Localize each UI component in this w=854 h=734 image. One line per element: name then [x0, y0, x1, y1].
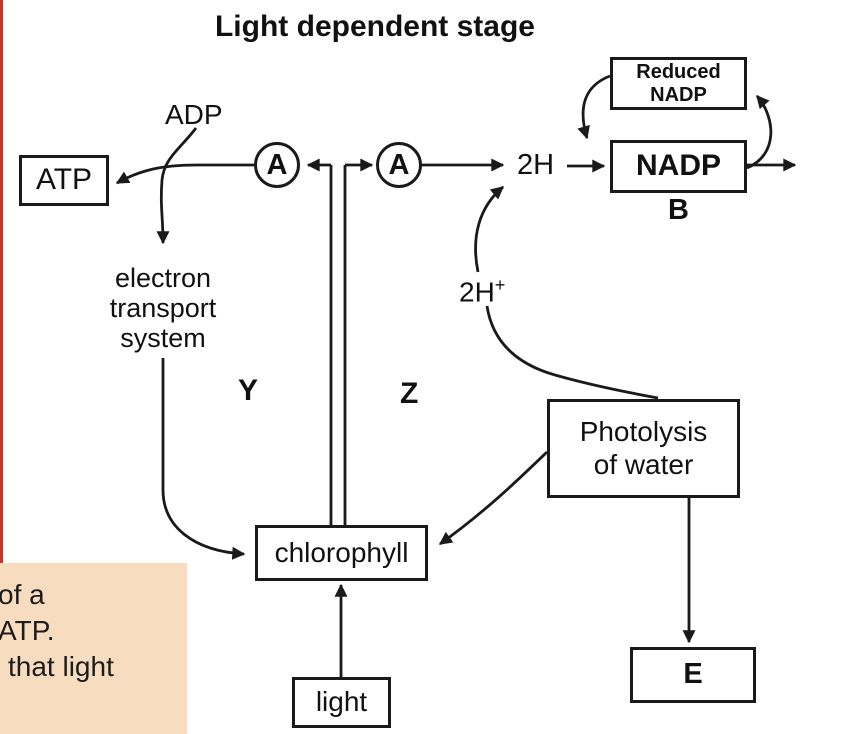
chlorophyll-box-label: chlorophyll	[274, 536, 409, 568]
adp-label: ADP	[165, 99, 223, 130]
atp-box-label: ATP	[35, 163, 93, 197]
note-text: of a ATP. that light	[0, 577, 114, 685]
photosystem-z-label: Z	[400, 377, 419, 410]
note-line-1: of a	[0, 579, 45, 610]
ets-line-1: electron	[114, 263, 212, 293]
curve-photolysis-to-2h-plus	[485, 305, 659, 400]
carrier-a1-label: A	[266, 148, 288, 181]
ets-line-2: transport	[109, 293, 217, 323]
photosystem-y-label: Y	[238, 374, 259, 407]
arrow-reduced-nadp-to-nadp	[577, 74, 611, 140]
two-h-label: 2H	[517, 149, 555, 181]
arrow-2h-plus-to-2h	[474, 185, 504, 273]
ets-line-3: system	[120, 323, 206, 353]
atp-box: ATP	[19, 155, 109, 206]
carrier-a2-label: A	[388, 148, 410, 181]
arrow-carrier-a1-to-atp	[115, 163, 254, 185]
arrow-adp-to-electron-transport	[156, 127, 198, 245]
light-box: light	[292, 677, 391, 728]
note-line-3: that light	[8, 651, 114, 682]
diagram-title: Light dependent stage	[214, 10, 535, 43]
light-box-label: light	[315, 686, 368, 718]
nadp-box: NADP	[610, 140, 747, 193]
red-margin-line	[0, 0, 3, 563]
e-box: E	[630, 647, 756, 703]
photolysis-line-2: of water	[593, 448, 694, 480]
highlighted-note-box: of a ATP. that light	[0, 563, 187, 734]
electron-carrier-a1-circle: A	[254, 142, 300, 188]
reduced-nadp-line-1: Reduced	[636, 60, 721, 83]
photolysis-of-water-box: Photolysis of water	[547, 399, 740, 498]
reduced-nadp-box: Reduced NADP	[610, 57, 747, 110]
arrow-photolysis-to-chlorophyll	[438, 450, 548, 546]
reduced-nadp-line-2: NADP	[650, 83, 707, 106]
two-h-plus-base: 2H	[459, 276, 495, 308]
arrow-nadp-to-reduced-nadp	[746, 95, 773, 170]
arrow-electron-transport-to-chlorophyll	[161, 358, 246, 560]
photolysis-line-1: Photolysis	[579, 416, 708, 448]
chlorophyll-box: chlorophyll	[255, 525, 428, 581]
electron-carrier-a2-circle: A	[376, 142, 422, 188]
two-h-plus-label: 2H+	[459, 275, 505, 308]
two-h-plus-superscript: +	[494, 275, 506, 295]
b-label: B	[668, 194, 689, 226]
electron-transport-system-label: electron transport system	[103, 263, 223, 353]
nadp-box-label: NADP	[635, 149, 721, 183]
e-box-label: E	[683, 658, 703, 691]
note-line-2: ATP.	[0, 615, 55, 646]
